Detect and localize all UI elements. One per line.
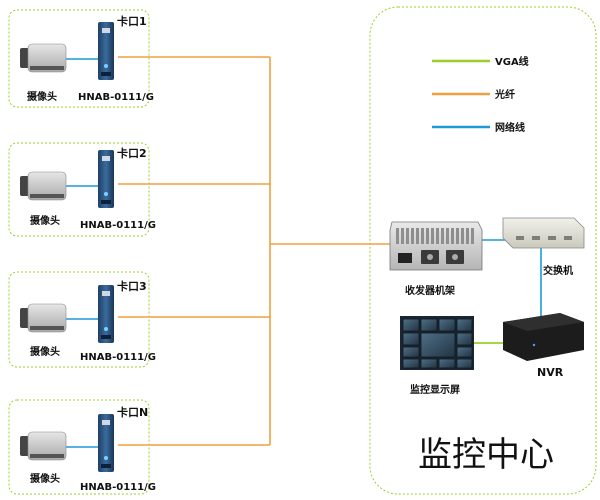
port-label: 卡口3	[117, 279, 147, 293]
site-1: 卡口1 摄像头 HNAB-0111/G	[20, 14, 154, 103]
media-converter-icon	[98, 22, 114, 80]
nvr-device	[503, 313, 584, 361]
port-label: 卡口N	[117, 405, 148, 419]
switch-label: 交换机	[543, 264, 573, 277]
camera-icon	[20, 171, 67, 201]
network-switch	[502, 217, 585, 249]
media-converter-icon	[98, 414, 114, 472]
device-label: HNAB-0111/G	[80, 482, 156, 493]
camera-label: 摄像头	[30, 214, 60, 227]
media-converter-icon	[98, 285, 114, 343]
legend: VGA线 光纤 网络线	[432, 55, 529, 134]
site-box-3	[8, 271, 150, 368]
legend-label-fiber: 光纤	[494, 88, 515, 101]
camera-label: 摄像头	[30, 345, 60, 358]
monitoring-center-box	[369, 6, 597, 495]
camera-network-lines	[66, 58, 98, 448]
device-label: HNAB-0111/G	[80, 220, 156, 231]
site-box-2	[8, 142, 150, 237]
port-label: 卡口2	[117, 146, 147, 160]
camera-icon	[20, 431, 67, 461]
monitor-wall	[400, 316, 474, 370]
chassis-label: 收发器机架	[405, 284, 455, 297]
site-2: 卡口2 摄像头 HNAB-0111/G	[20, 146, 156, 231]
media-converter-icon	[98, 150, 114, 208]
legend-label-network: 网络线	[495, 121, 525, 134]
camera-label: 摄像头	[27, 90, 57, 103]
port-label: 卡口1	[117, 14, 147, 28]
site-box-1	[8, 9, 150, 108]
monitor-label: 监控显示屏	[410, 383, 460, 396]
fiber-lines	[118, 56, 395, 446]
site-box-4	[8, 399, 150, 495]
monitoring-center-title: 监控中心	[418, 435, 554, 475]
camera-icon	[20, 43, 67, 73]
nvr-label: NVR	[537, 366, 564, 379]
site-boxes	[8, 9, 150, 495]
site-3: 卡口3 摄像头 HNAB-0111/G	[20, 279, 156, 363]
device-label: HNAB-0111/G	[78, 92, 154, 103]
site-4: 卡口N 摄像头 HNAB-0111/G	[20, 405, 156, 493]
transceiver-chassis	[389, 221, 483, 271]
device-label: HNAB-0111/G	[80, 352, 156, 363]
camera-icon	[20, 303, 67, 333]
camera-label: 摄像头	[30, 472, 60, 485]
legend-label-vga: VGA线	[495, 55, 529, 68]
